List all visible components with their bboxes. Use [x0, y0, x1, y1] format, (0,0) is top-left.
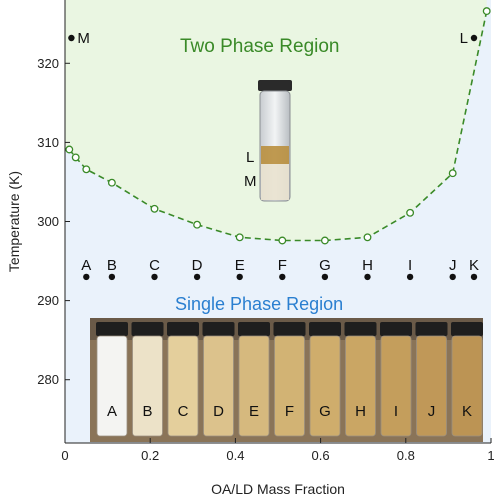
two-phase-region-label: Two Phase Region: [180, 36, 340, 57]
boundary-point: [482, 7, 491, 16]
x-tick-label: 0.8: [397, 448, 415, 463]
boundary-point: [235, 233, 244, 242]
vial-cap: [167, 322, 199, 336]
inset-row-label: C: [178, 403, 189, 420]
inset-row-label: I: [394, 403, 398, 420]
vial-cap: [309, 322, 341, 336]
vial-cap: [344, 322, 377, 336]
x-tick-label: 0: [61, 448, 68, 463]
vial-cap: [380, 322, 412, 336]
sample-point: [406, 273, 414, 281]
y-tick-label: 320: [37, 56, 59, 71]
vial-cap: [415, 322, 448, 336]
inset-row-label: A: [107, 403, 117, 420]
sample-point-label: C: [149, 257, 160, 274]
vial-body: [167, 335, 199, 437]
boundary-point: [82, 165, 91, 174]
vial-cap: [238, 322, 270, 336]
vial-body: [380, 335, 412, 437]
vial-body: [416, 335, 447, 437]
phase-point-label: M: [77, 30, 90, 47]
phase-point: [470, 34, 478, 42]
sample-point-label: K: [469, 257, 479, 274]
vial-body: [274, 335, 305, 437]
vial-body: [132, 335, 163, 437]
phase-point: [68, 34, 75, 42]
vial-cap: [202, 322, 235, 336]
inset-row-label: G: [319, 403, 331, 420]
inset-vial-label: L: [246, 149, 254, 166]
y-tick-label: 280: [37, 372, 59, 387]
inset-row-label: B: [142, 403, 152, 420]
sample-point: [449, 273, 456, 281]
x-tick-label: 0.2: [141, 448, 159, 463]
boundary-point: [448, 169, 457, 178]
region-annotations: Two Phase Region Single Phase Region: [175, 36, 343, 314]
sample-point: [83, 273, 90, 281]
sample-point-label: A: [81, 257, 91, 274]
vial-body: [309, 335, 341, 437]
sample-point-label: H: [362, 257, 373, 274]
single-phase-region-label: Single Phase Region: [175, 294, 343, 314]
y-tick-label: 290: [37, 293, 59, 308]
boundary-point: [193, 220, 202, 229]
boundary-point: [406, 208, 415, 217]
sample-point: [470, 273, 478, 281]
vial-body: [96, 335, 128, 437]
inset-row-label: K: [462, 403, 472, 420]
sample-point-label: I: [408, 257, 412, 274]
inset-vial-row-photo: A B C D E F G H I J K: [90, 318, 483, 442]
sample-point-label: F: [278, 257, 287, 274]
boundary-point: [150, 204, 159, 213]
y-tick-label: 310: [37, 135, 59, 150]
inset-row-label: F: [285, 403, 294, 420]
inset-row-label: E: [249, 403, 259, 420]
boundary-point: [320, 236, 329, 245]
sample-point: [364, 273, 371, 281]
sample-point-label: B: [107, 257, 117, 274]
vial-cap: [96, 322, 128, 336]
vial-cap: [131, 322, 164, 336]
sample-point: [321, 273, 329, 281]
y-tick-label: 300: [37, 214, 59, 229]
boundary-point: [363, 233, 372, 242]
sample-point-label: G: [319, 257, 331, 274]
boundary-point: [107, 178, 116, 187]
x-tick-label: 0.4: [226, 448, 244, 463]
inset-row-label: H: [355, 403, 366, 420]
vial-cap: [451, 322, 483, 336]
boundary-point: [71, 153, 80, 162]
phase-boundary-curve: [65, 7, 491, 245]
sample-point-label: E: [235, 257, 245, 274]
inset-row-label: D: [213, 403, 224, 420]
inset-vial-photo: L M: [244, 80, 292, 202]
boundary-point: [65, 145, 74, 154]
inset-vial-label: M: [244, 173, 257, 190]
phase-point-label: L: [460, 30, 468, 47]
x-axis-label: OA/LD Mass Fraction: [211, 481, 345, 497]
vial-body: [451, 335, 483, 437]
vial-body: [345, 335, 376, 437]
x-tick-label: 0.6: [312, 448, 330, 463]
sample-point: [236, 273, 243, 281]
sample-point-label: J: [449, 257, 457, 274]
vial-cap: [273, 322, 306, 336]
sample-point: [279, 273, 286, 281]
vial-body: [203, 335, 234, 437]
y-axis-label: Temperature (K): [6, 171, 22, 272]
boundary-point: [278, 236, 287, 245]
sample-point: [108, 273, 116, 281]
sample-point-label: D: [192, 257, 203, 274]
inset-row-label: J: [428, 403, 436, 420]
x-tick-label: 1: [487, 448, 494, 463]
sample-point: [151, 273, 158, 281]
vial-body: [238, 335, 270, 437]
sample-point: [193, 273, 201, 281]
